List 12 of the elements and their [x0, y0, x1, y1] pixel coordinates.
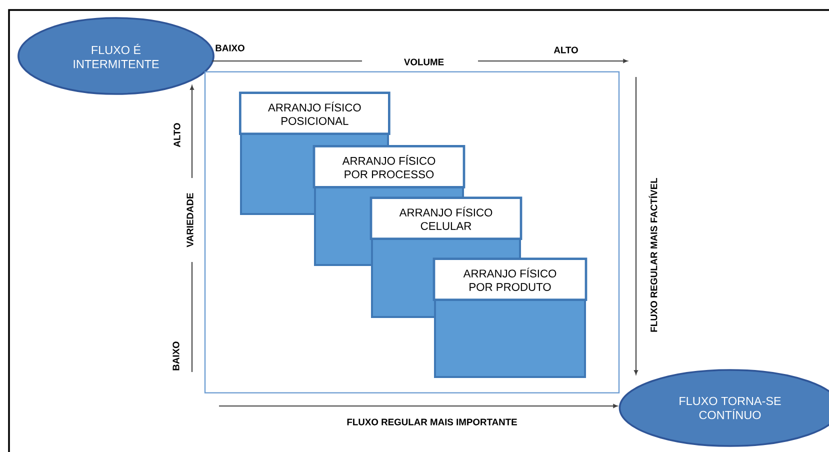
axis-label: VARIEDADE	[186, 193, 194, 248]
axis-label: VOLUME	[404, 58, 444, 66]
axis-label: FLUXO REGULAR MAIS FACTÍVEL	[648, 178, 658, 332]
axis-label: ALTO	[554, 46, 578, 54]
layout-header-box: ARRANJO FÍSICO POR PRODUTO	[432, 258, 588, 301]
layout-header-box: ARRANJO FÍSICO CELULAR	[370, 196, 522, 240]
axis-label: BAIXO	[172, 342, 180, 370]
layout-header-box: ARRANJO FÍSICO POSICIONAL	[239, 92, 390, 135]
axis-label: ALTO	[174, 123, 180, 148]
layout-header-box: ARRANJO FÍSICO POR PROCESSO	[312, 145, 466, 188]
axis-label: FLUXO REGULAR MAIS IMPORTANTE	[347, 418, 517, 426]
frame-box	[204, 71, 620, 394]
